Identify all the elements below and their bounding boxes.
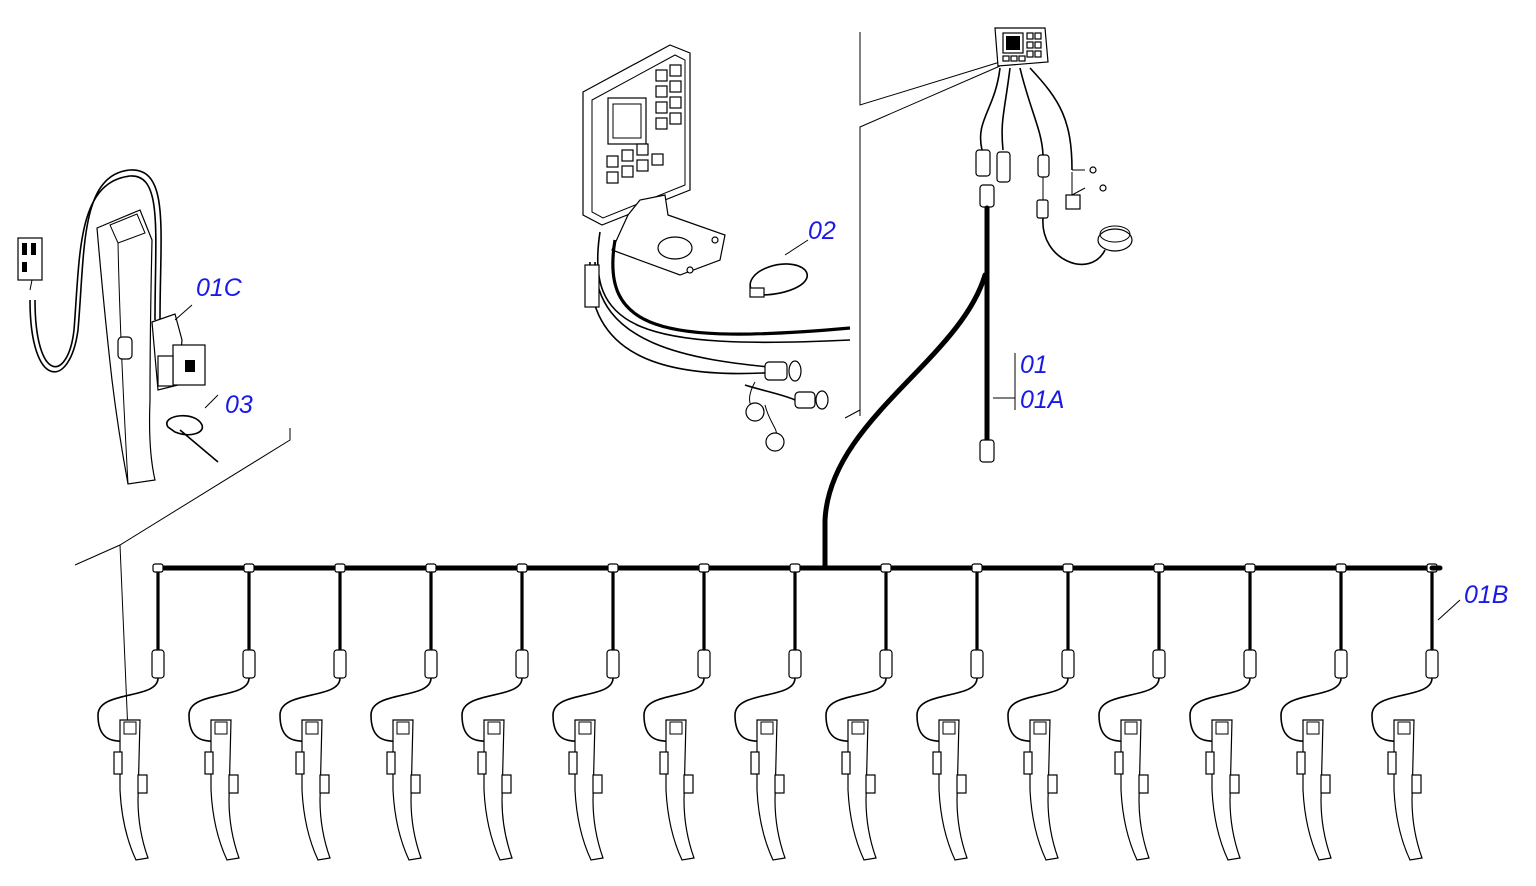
junction-icon: [152, 563, 164, 573]
seed-sensor-drop: [1098, 563, 1166, 861]
junction-icon: [698, 563, 710, 573]
seed-tube-icon: [119, 719, 149, 861]
seed-sensor-drop: [188, 563, 256, 861]
connector-icon: [764, 360, 802, 382]
sensor-icon: [151, 313, 206, 391]
seed-sensor-drop: [1007, 563, 1075, 861]
junction-icon: [607, 563, 619, 573]
sensor-icon: [1229, 774, 1240, 794]
junction-icon: [880, 563, 892, 573]
sensor-icon: [319, 774, 330, 794]
sensor-icon: [410, 774, 421, 794]
connector-icon: [794, 390, 829, 410]
seed-sensor-drop: [643, 563, 711, 861]
connector-icon: [515, 649, 529, 679]
sensor-icon: [1138, 774, 1149, 794]
sensor-icon: [501, 774, 512, 794]
main-console: [822, 27, 1133, 571]
seed-sensor-drop: [370, 563, 438, 861]
sensor-icon: [228, 774, 239, 794]
sensor-icon: [592, 774, 603, 794]
seed-tube-icon: [1302, 719, 1332, 861]
seed-sensor-drop: [461, 563, 529, 861]
seed-tube-icon: [574, 719, 604, 861]
sensor-icon: [1047, 774, 1058, 794]
junction-icon: [1153, 563, 1165, 573]
label-03: 03: [225, 391, 253, 419]
label-01b: 01B: [1464, 581, 1509, 609]
gps-antenna-icon: [1097, 225, 1133, 252]
seed-sensor-drop: [1189, 563, 1257, 861]
seed-sensor-drop: [1371, 563, 1439, 861]
connector-icon: [606, 649, 620, 679]
connector-icon: [970, 649, 984, 679]
connector-icon: [1425, 649, 1439, 679]
seed-tube-icon: [1211, 719, 1241, 861]
connector-icon: [242, 649, 256, 679]
label-01a: 01A: [1020, 386, 1065, 414]
seed-tube-icon: [938, 719, 968, 861]
connector-icon: [975, 149, 1050, 183]
connector-icon: [697, 649, 711, 679]
connector-icon: [1243, 649, 1257, 679]
sensor-icon: [683, 774, 694, 794]
connector-icon: [333, 649, 347, 679]
connector-icon: [424, 649, 438, 679]
connector-icon: [1152, 649, 1166, 679]
sensor-detail: [17, 169, 219, 485]
seed-sensor-drop: [97, 563, 165, 861]
junction-icon: [1244, 563, 1256, 573]
junction-icon: [425, 563, 437, 573]
seed-tube-icon: [665, 719, 695, 861]
seed-sensor-drop: [552, 563, 620, 861]
seed-tube-icon: [1120, 719, 1150, 861]
seed-tube-icon: [483, 719, 513, 861]
seed-tube-icon: [847, 719, 877, 861]
cable-tie-icon: [166, 414, 219, 463]
seed-tube-icon: [1029, 719, 1059, 861]
sensor-icon: [137, 774, 148, 794]
seed-sensor-drop: [279, 563, 347, 861]
seed-sensor-drop: [916, 563, 984, 861]
connector-icon: [1334, 649, 1348, 679]
seed-sensor-drop: [1280, 563, 1348, 861]
seed-tube-icon: [301, 719, 331, 861]
seed-tube-icon: [392, 719, 422, 861]
plug-icon: [17, 237, 43, 281]
junction-icon: [789, 563, 801, 573]
junction-icon: [1062, 563, 1074, 573]
sensor-icon: [1411, 774, 1422, 794]
connector-icon: [151, 649, 165, 679]
seed-tube-icon: [210, 719, 240, 861]
boom-harness: [97, 563, 1443, 861]
connector-icon: [788, 649, 802, 679]
label-01c: 01C: [196, 274, 242, 302]
junction-icon: [243, 563, 255, 573]
cable-tie-icon: [749, 263, 808, 298]
sensor-icon: [956, 774, 967, 794]
label-02: 02: [808, 217, 836, 245]
connector-icon: [1061, 649, 1075, 679]
junction-icon: [971, 563, 983, 573]
junction-icon: [1335, 563, 1347, 573]
label-01: 01: [1020, 351, 1048, 379]
connector-icon: [879, 649, 893, 679]
console-detail: [582, 44, 851, 452]
seed-tube-icon: [1393, 719, 1423, 861]
sensor-icon: [774, 774, 785, 794]
junction-icon: [334, 563, 346, 573]
sensor-icon: [1320, 774, 1331, 794]
junction-icon: [516, 563, 528, 573]
detail-frame-lines: [74, 32, 1001, 781]
sensor-icon: [865, 774, 876, 794]
seed-sensor-drop: [734, 563, 802, 861]
seed-tube-icon: [756, 719, 786, 861]
seed-sensor-drop: [825, 563, 893, 861]
